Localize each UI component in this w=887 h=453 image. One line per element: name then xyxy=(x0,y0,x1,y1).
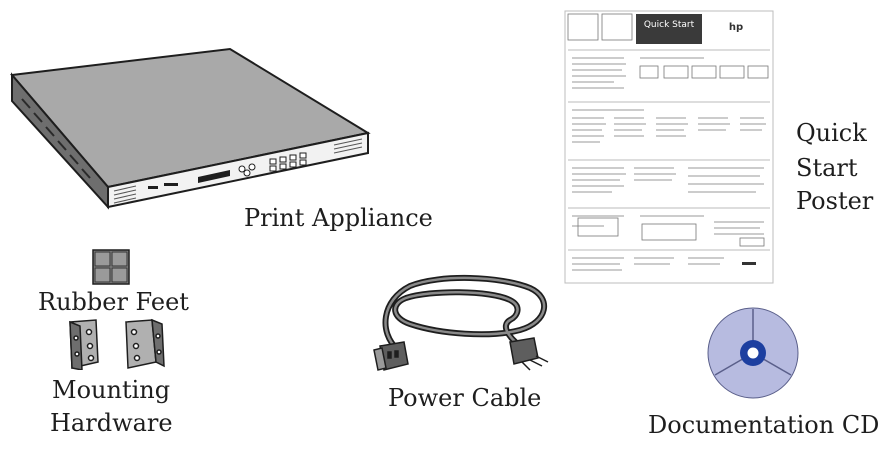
quick-start-poster: Quick Start hp xyxy=(564,10,774,284)
rubber-feet-icon xyxy=(92,249,130,285)
documentation-cd-label: Documentation CD xyxy=(648,411,880,439)
documentation-cd xyxy=(705,305,801,401)
poster-logo: hp xyxy=(729,22,743,33)
mounting-hardware-label-line2: Hardware xyxy=(50,409,173,437)
poster-banner-title: Quick Start xyxy=(644,20,695,30)
print-appliance xyxy=(8,45,378,210)
print-appliance-icon xyxy=(10,47,371,210)
mounting-hardware-label-line1: Mounting xyxy=(52,376,171,404)
quick-start-poster-label-line3: Poster xyxy=(796,187,874,215)
quick-start-poster-icon: Quick Start hp xyxy=(564,10,774,284)
documentation-cd-icon xyxy=(707,307,799,399)
quick-start-poster-label-line1: Quick xyxy=(796,119,867,147)
print-appliance-label: Print Appliance xyxy=(244,204,433,232)
rubber-feet-label: Rubber Feet xyxy=(38,288,189,316)
power-cable xyxy=(370,272,555,372)
power-cable-label: Power Cable xyxy=(388,384,542,412)
mounting-hardware xyxy=(66,318,166,370)
quick-start-poster-label-line2: Start xyxy=(796,154,858,182)
power-cable-icon xyxy=(373,275,549,371)
rubber-feet xyxy=(92,249,130,285)
mounting-bracket-icon xyxy=(69,318,165,370)
